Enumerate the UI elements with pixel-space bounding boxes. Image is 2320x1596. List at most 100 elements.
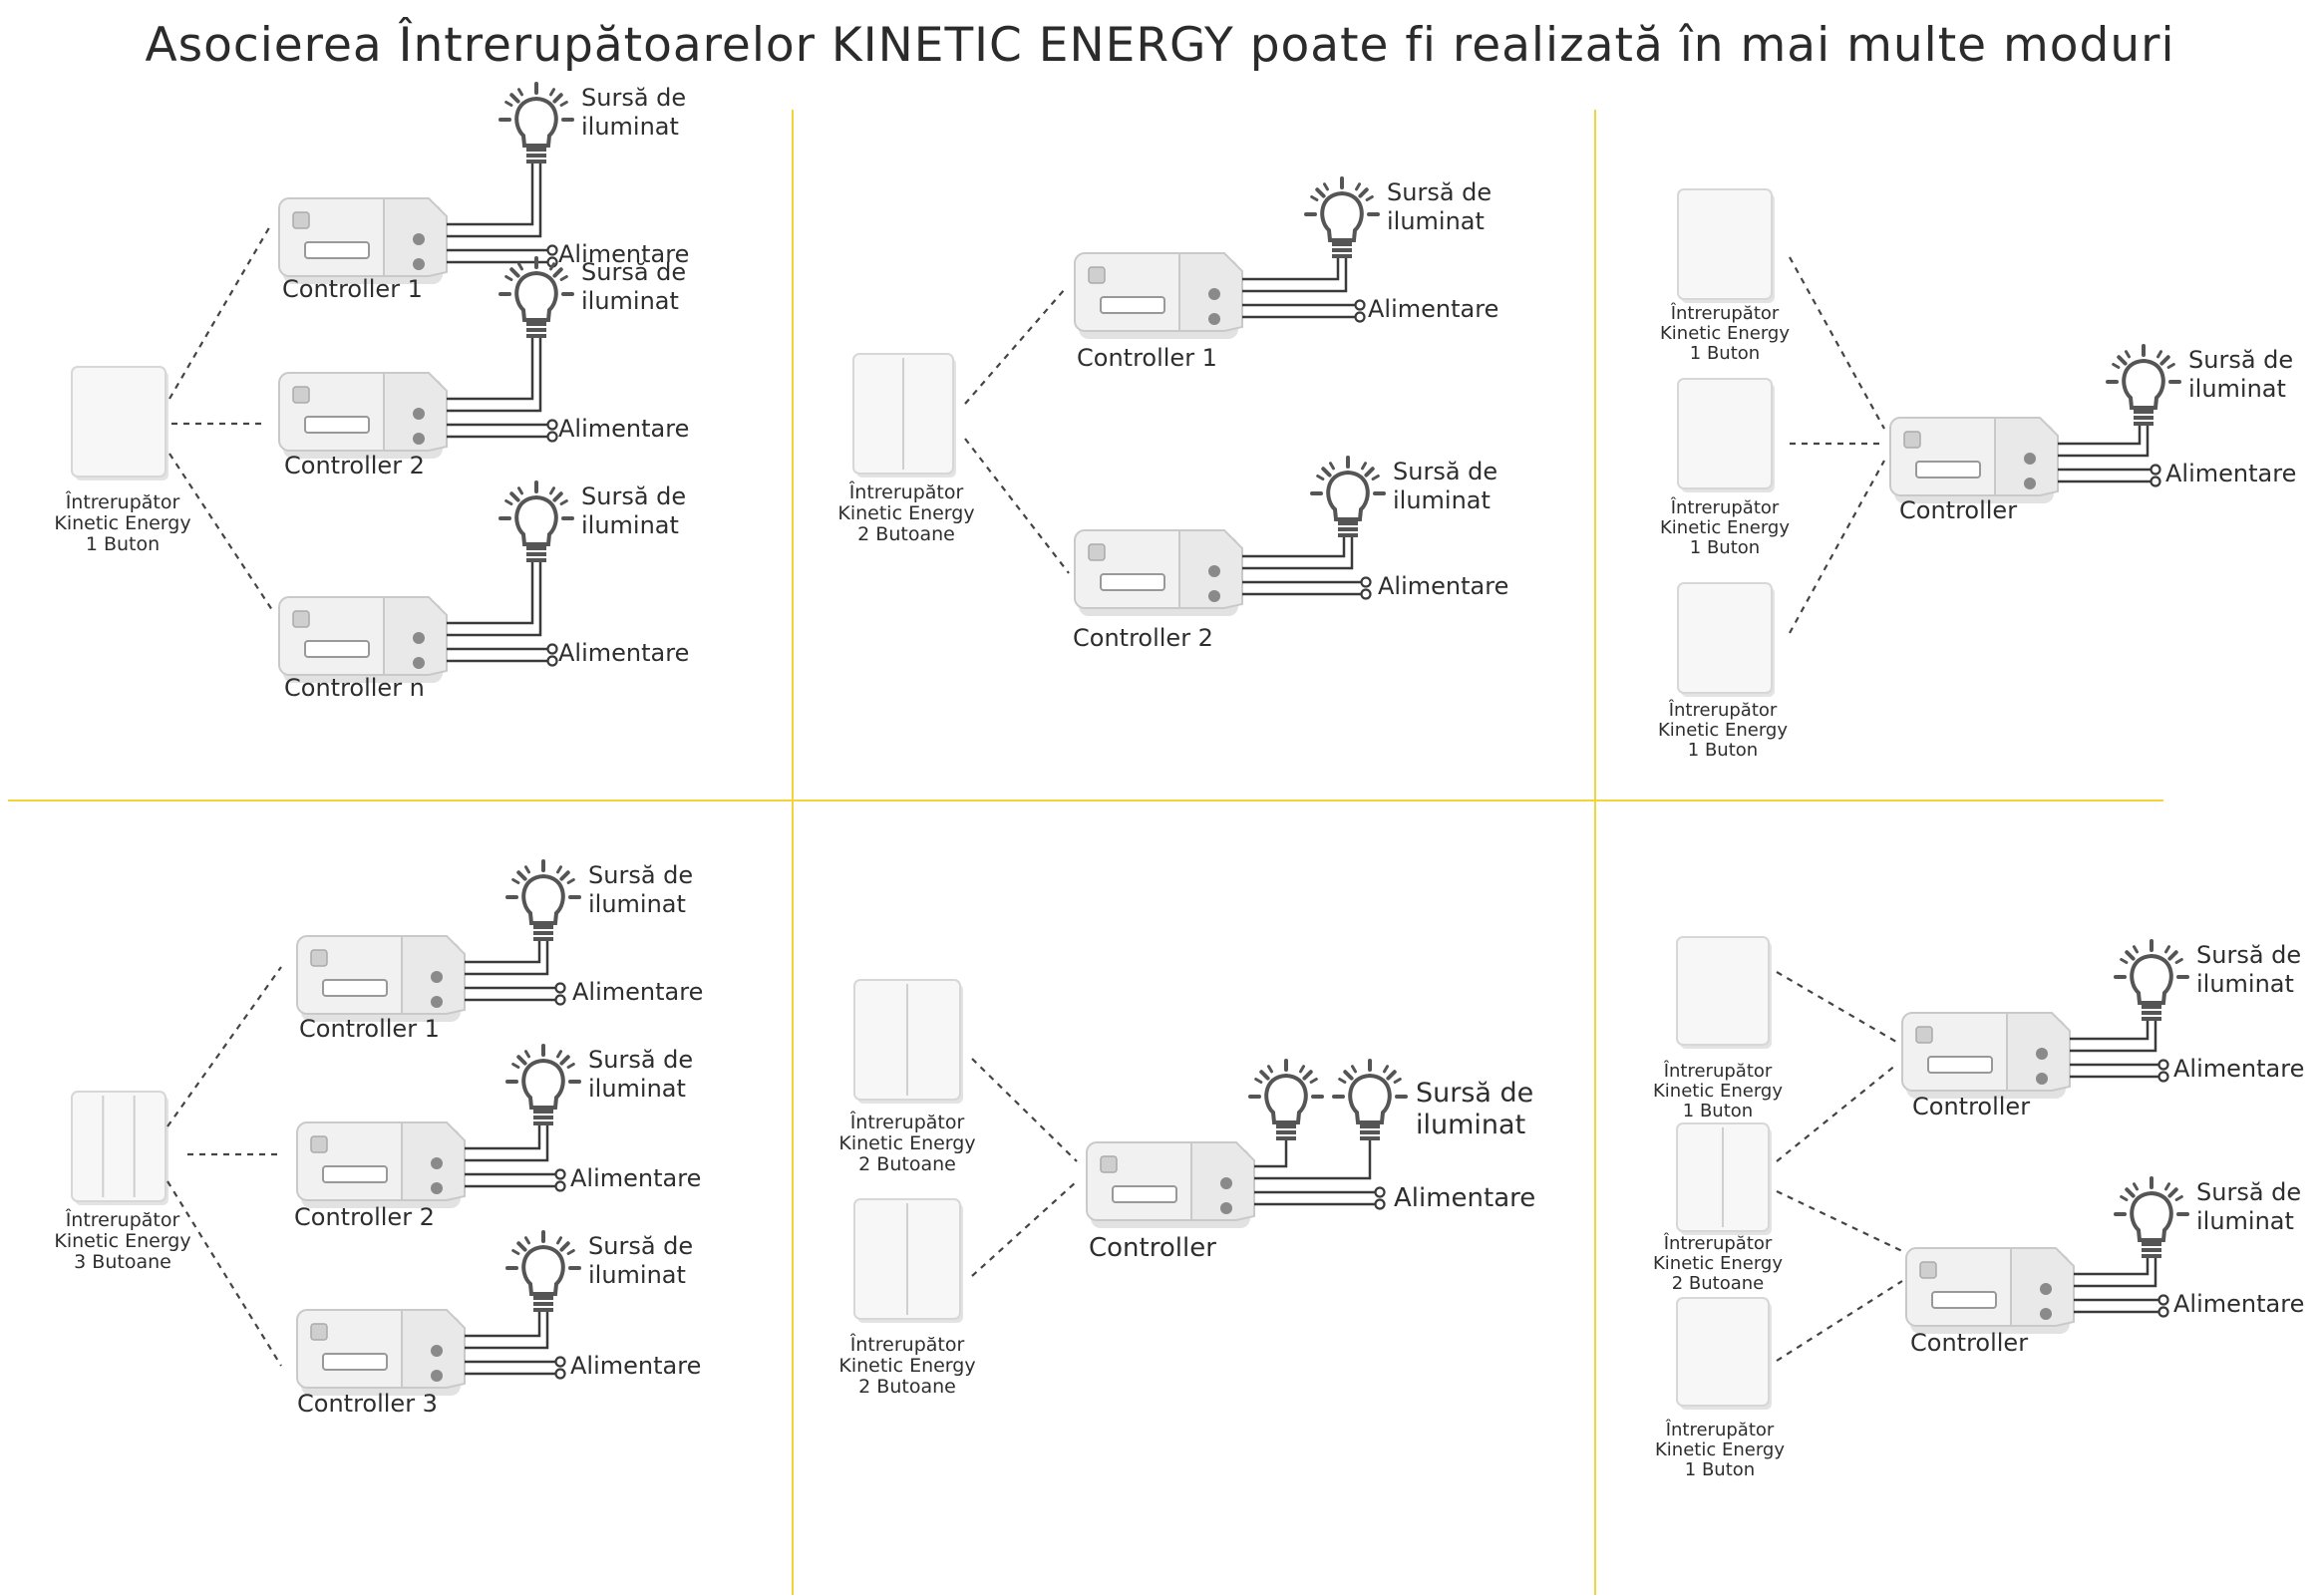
bulb-ray xyxy=(2133,945,2139,954)
power-label: Alimentare xyxy=(558,240,689,268)
wire xyxy=(2058,424,2150,458)
terminal-icon xyxy=(2150,464,2161,476)
bulb-ray xyxy=(1329,462,1335,471)
bulb-ray xyxy=(2164,945,2170,954)
bulb-ray xyxy=(1299,1065,1305,1074)
screw-icon xyxy=(431,1345,443,1357)
light-source-label: iluminat xyxy=(1393,486,1491,514)
bulb-ray xyxy=(552,93,563,104)
screw-icon xyxy=(413,258,425,270)
terminal-icon xyxy=(1374,1198,1386,1210)
lightbulb-icon xyxy=(2106,344,2181,426)
screw-icon xyxy=(1220,1177,1232,1189)
light-source-label: Sursă de xyxy=(581,258,686,286)
bulb-ray xyxy=(1338,1078,1347,1084)
wire xyxy=(447,161,542,238)
bulb-ray xyxy=(509,93,520,104)
pairing-link xyxy=(1789,460,1885,634)
terminal-icon xyxy=(554,1356,566,1368)
terminal-icon xyxy=(554,1168,566,1180)
power-label: Alimentare xyxy=(2165,460,2296,487)
pairing-link xyxy=(964,438,1070,574)
switch-label: Kinetic Energy xyxy=(837,502,974,524)
switch-label: Întrerupător xyxy=(65,1208,180,1231)
switch-label: Întrerupător xyxy=(1668,699,1778,721)
screw-icon xyxy=(1208,288,1220,300)
light-source-label: iluminat xyxy=(1387,207,1485,235)
power-label: Alimentare xyxy=(572,978,703,1006)
screw-icon xyxy=(2024,478,2036,489)
light-source-label: Sursă de xyxy=(1387,178,1491,206)
bulb-ray xyxy=(1361,462,1367,471)
controller-label: Controller 1 xyxy=(1077,344,1217,372)
controller-label: Controller 1 xyxy=(299,1015,440,1043)
controller-led-window xyxy=(322,1165,388,1183)
controller-led-window xyxy=(1927,1056,1993,1074)
switch-label: Kinetic Energy xyxy=(1653,1081,1783,1102)
bulb-globe xyxy=(2122,358,2165,410)
bulb-ray xyxy=(517,486,523,495)
switch-label: Kinetic Energy xyxy=(838,1132,975,1154)
lightbulb-icon xyxy=(505,859,581,941)
bulb-ray xyxy=(2125,350,2131,359)
switch-label: Kinetic Energy xyxy=(1655,1439,1785,1460)
light-source-label: iluminat xyxy=(1416,1110,1525,1140)
switch-plate xyxy=(1677,378,1773,489)
bulb-ray xyxy=(2167,1187,2178,1198)
bulb-ray xyxy=(552,267,563,278)
power-label: Alimentare xyxy=(1378,572,1508,600)
switch-plate xyxy=(1676,936,1770,1046)
lightbulb-icon xyxy=(1248,1059,1324,1140)
screw-icon xyxy=(2024,453,2036,465)
page-title: Asocierea Întrerupătoarelor KINETIC ENER… xyxy=(145,18,2175,73)
bulb-globe xyxy=(521,1244,565,1296)
screw-icon xyxy=(1220,1202,1232,1214)
bulb-ray xyxy=(1309,1078,1318,1084)
switch-label: 1 Buton xyxy=(1683,1101,1753,1121)
bulb-ray xyxy=(511,1249,520,1255)
controller-button xyxy=(1088,266,1106,284)
switch-label: 3 Butoane xyxy=(74,1251,171,1273)
wire xyxy=(2070,1019,2150,1041)
bulb-ray xyxy=(524,865,530,874)
light-source-label: Sursă de xyxy=(581,84,686,112)
screw-icon xyxy=(413,657,425,669)
controller-module: Controller 1 xyxy=(296,935,466,1043)
terminal-icon xyxy=(1360,588,1372,600)
bulb-ray xyxy=(1386,1070,1397,1081)
bulb-ray xyxy=(1351,1065,1357,1074)
controller-label: Controller xyxy=(1899,496,2017,524)
lightbulb-icon xyxy=(2114,939,2189,1021)
bulb-ray xyxy=(511,878,520,884)
controller-button xyxy=(310,1135,328,1153)
screw-icon xyxy=(431,1370,443,1382)
switch-label: Întrerupător xyxy=(1663,1232,1773,1254)
terminal-icon xyxy=(546,244,558,256)
bulb-ray xyxy=(559,870,570,881)
lightbulb-icon xyxy=(1332,1059,1408,1140)
bulb-ray xyxy=(559,275,568,281)
bulb-ray xyxy=(524,1050,530,1059)
bulb-ray xyxy=(559,101,568,107)
switch-label: Kinetic Energy xyxy=(838,1355,975,1377)
light-source-label: iluminat xyxy=(2196,1207,2294,1235)
screw-icon xyxy=(1208,313,1220,325)
switch-label: Întrerupător xyxy=(1670,302,1780,324)
wire xyxy=(1242,256,1348,293)
pairing-link xyxy=(1776,1064,1897,1162)
bulb-ray xyxy=(2125,1187,2136,1198)
bulb-ray xyxy=(2174,1195,2183,1201)
wire xyxy=(447,336,542,413)
switch-label: Kinetic Energy xyxy=(1660,517,1790,538)
light-source-label: Sursă de xyxy=(581,482,686,510)
bulb-ray xyxy=(516,1055,527,1066)
lightbulb-icon xyxy=(498,480,574,562)
